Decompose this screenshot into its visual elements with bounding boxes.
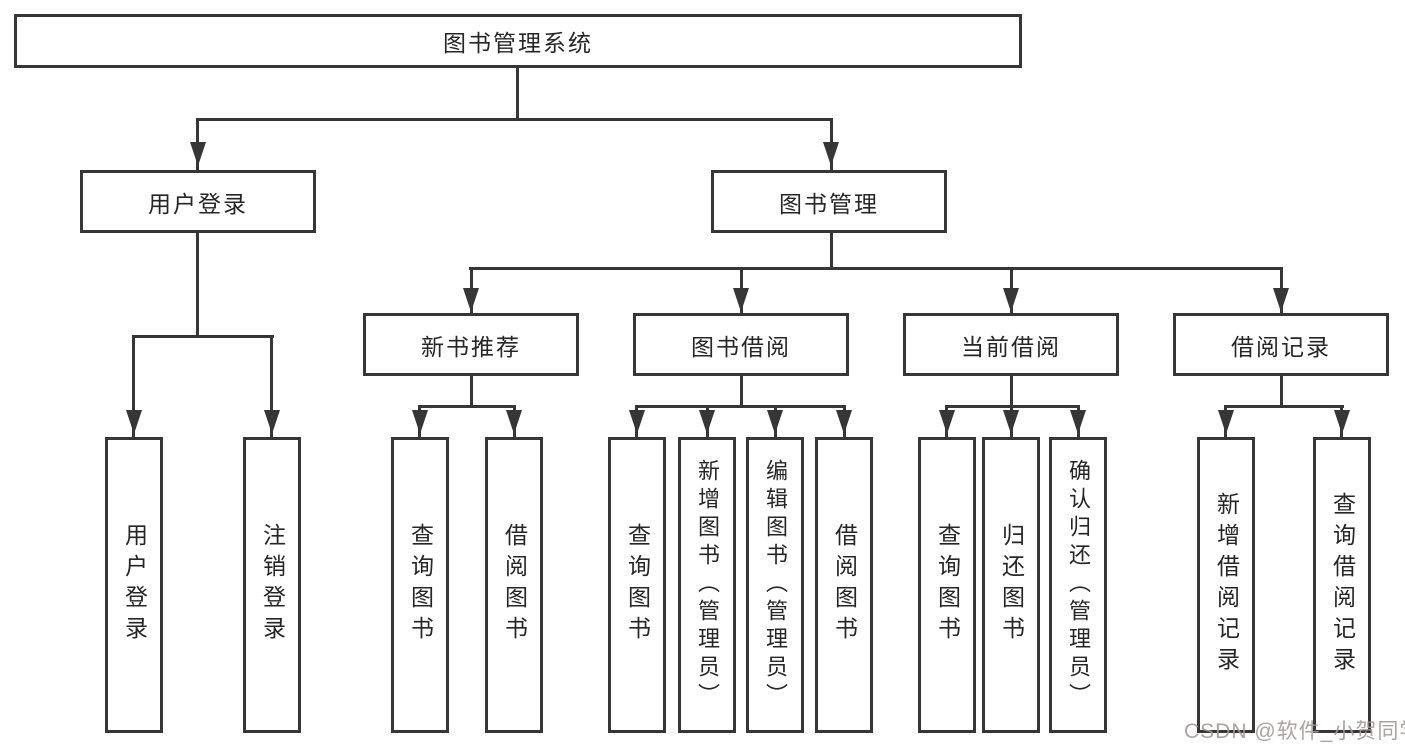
node-user-login: 用户登录 (80, 170, 316, 233)
leaf-label: 新增借阅记录 (1213, 492, 1240, 678)
leaf-return-books: 归还图书 (982, 437, 1040, 733)
leaf-edit-books-admin: 编辑图书（管理员） (746, 437, 804, 733)
leaf-add-borrow-record: 新增借阅记录 (1197, 437, 1255, 733)
node-label: 图书管理系统 (443, 30, 593, 56)
connector-line (132, 335, 274, 338)
leaf-borrow-books-borrowing: 借阅图书 (815, 437, 873, 733)
leaf-borrow-books-recommend: 借阅图书 (485, 437, 543, 733)
connector-line (470, 376, 473, 408)
connector-line (1280, 376, 1283, 408)
csdn-watermark: CSDN @软件_小贺同学 (1184, 720, 1405, 743)
connector-line (196, 233, 199, 338)
node-book-borrowing: 图书借阅 (633, 313, 849, 376)
leaf-query-books-borrowing: 查询图书 (608, 437, 666, 733)
connector-line (418, 405, 516, 408)
node-new-book-recommendation: 新书推荐 (363, 313, 579, 376)
arrowhead-down-icon (1003, 410, 1019, 434)
leaf-user-login: 用户登录 (105, 437, 163, 733)
arrowhead-down-icon (1003, 288, 1019, 312)
node-label: 图书管理 (779, 190, 879, 217)
leaf-label: 借阅图书 (501, 523, 528, 647)
connector-line (270, 335, 273, 437)
leaf-label: 确认归还（管理员） (1066, 459, 1091, 711)
arrowhead-down-icon (767, 410, 783, 434)
node-label: 图书借阅 (691, 333, 791, 360)
arrowhead-down-icon (1218, 410, 1234, 434)
arrowhead-down-icon (506, 410, 522, 434)
arrowhead-down-icon (190, 142, 206, 166)
arrowhead-down-icon (939, 410, 955, 434)
leaf-label: 用户登录 (121, 523, 148, 647)
arrowhead-down-icon (823, 142, 839, 166)
leaf-label: 查询借阅记录 (1329, 492, 1356, 678)
arrowhead-down-icon (1273, 288, 1289, 312)
connector-line (132, 335, 135, 437)
leaf-add-books-admin: 新增图书（管理员） (678, 437, 736, 733)
arrowhead-down-icon (836, 410, 852, 434)
leaf-label: 查询图书 (407, 523, 434, 647)
leaf-logout: 注销登录 (243, 437, 301, 733)
node-current-borrowing: 当前借阅 (903, 313, 1119, 376)
leaf-query-books-recommend: 查询图书 (391, 437, 449, 733)
leaf-label: 注销登录 (259, 523, 286, 647)
leaf-label: 借阅图书 (831, 523, 858, 647)
leaf-label: 查询图书 (934, 523, 961, 647)
connector-line (196, 118, 833, 121)
connector-line (635, 405, 846, 408)
arrowhead-down-icon (412, 410, 428, 434)
leaf-confirm-return-admin: 确认归还（管理员） (1049, 437, 1107, 733)
arrowhead-down-icon (629, 410, 645, 434)
node-label: 借阅记录 (1231, 333, 1331, 360)
arrowhead-down-icon (126, 410, 142, 434)
leaf-label: 查询图书 (624, 523, 651, 647)
connector-line (516, 68, 519, 120)
node-library-system: 图书管理系统 (14, 14, 1022, 68)
arrowhead-down-icon (463, 288, 479, 312)
arrowhead-down-icon (264, 410, 280, 434)
node-label: 当前借阅 (961, 333, 1061, 360)
arrowhead-down-icon (1334, 410, 1350, 434)
connector-line (830, 233, 833, 270)
node-book-management: 图书管理 (711, 170, 947, 233)
connector-line (1224, 405, 1344, 408)
arrowhead-down-icon (699, 410, 715, 434)
connector-line (1010, 376, 1013, 408)
connector-line (469, 267, 1283, 270)
leaf-query-books-current: 查询图书 (918, 437, 976, 733)
leaf-label: 编辑图书（管理员） (763, 459, 788, 711)
leaf-label: 归还图书 (998, 523, 1025, 647)
leaf-label: 新增图书（管理员） (695, 459, 720, 711)
node-borrowing-records: 借阅记录 (1173, 313, 1389, 376)
arrowhead-down-icon (1070, 410, 1086, 434)
connector-line (740, 376, 743, 408)
leaf-query-borrow-record: 查询借阅记录 (1313, 437, 1371, 733)
node-label: 新书推荐 (421, 333, 521, 360)
node-label: 用户登录 (148, 190, 248, 217)
arrowhead-down-icon (733, 288, 749, 312)
